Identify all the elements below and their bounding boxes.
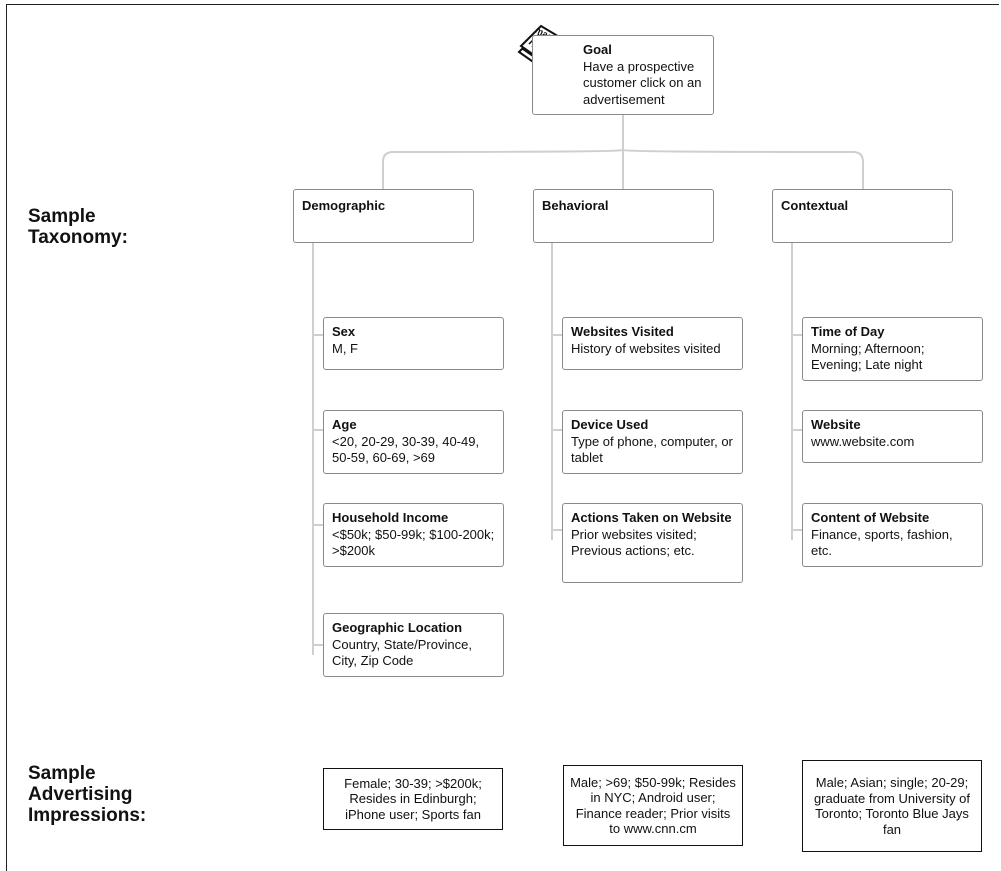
category-demographic: Demographic [293,189,474,243]
item-time-of-day: Time of Day Morning; Afternoon; Evening;… [802,317,983,381]
impressions-label: Sample Advertising Impressions: [28,763,147,826]
impression-2: Male; >69; $50-99k; Resides in NYC; Andr… [563,765,743,846]
item-sex: Sex M, F [323,317,504,370]
item-websites-visited: Websites Visited History of websites vis… [562,317,743,370]
item-household-income: Household Income <$50k; $50-99k; $100-20… [323,503,504,567]
goal-text: Have a prospective customer click on an … [583,58,702,107]
item-actions-taken: Actions Taken on Website Prior websites … [562,503,743,583]
item-age: Age <20, 20-29, 30-39, 40-49, 50-59, 60-… [323,410,504,474]
impression-3: Male; Asian; single; 20-29; graduate fro… [802,760,982,852]
item-website: Website www.website.com [802,410,983,463]
item-geographic-location: Geographic Location Country, State/Provi… [323,613,504,677]
page-frame [6,4,999,871]
item-device-used: Device Used Type of phone, computer, or … [562,410,743,474]
taxonomy-label: Sample Taxonomy: [28,206,128,248]
goal-box: Goal Have a prospective customer click o… [532,35,714,115]
branch-left-line [382,149,624,189]
branch-right-line [622,149,864,189]
category-contextual: Contextual [772,189,953,243]
category-behavioral: Behavioral [533,189,714,243]
impression-1: Female; 30-39; >$200k; Resides in Edinbu… [323,768,503,830]
goal-title: Goal [583,42,612,57]
item-content-of-website: Content of Website Finance, sports, fash… [802,503,983,567]
